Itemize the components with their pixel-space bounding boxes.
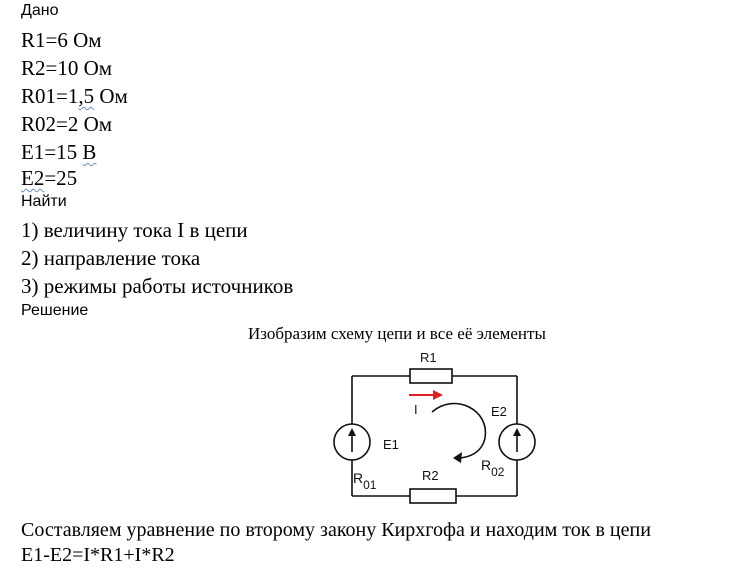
find-item-3: 3) режимы работы источников <box>21 274 294 298</box>
kirchhoff-text: Составляем уравнение по второму закону К… <box>21 519 651 541</box>
r01-label-sub: 01 <box>363 478 377 492</box>
given-e2: E2=25 <box>21 166 77 191</box>
loop-arrowhead <box>453 452 462 463</box>
given-e2-underlined: E2 <box>21 166 45 190</box>
e2-source <box>498 423 536 461</box>
r2-label: R2 <box>422 468 439 483</box>
given-r1: R1=6 Ом <box>21 28 102 53</box>
given-e2-suffix: =25 <box>44 166 78 190</box>
equation: E1-E2=I*R1+I*R2 <box>21 544 175 566</box>
given-r1-suffix: Ом <box>73 28 102 52</box>
e1-source <box>333 423 371 461</box>
r01-label: R01 <box>353 470 377 492</box>
current-label: I <box>414 402 418 417</box>
given-e1-underlined: В <box>82 140 97 164</box>
r1-label: R1 <box>420 350 437 365</box>
e2-arrowhead <box>513 428 521 436</box>
given-r02-suffix: Ом <box>83 112 113 136</box>
e1-arrowhead <box>348 428 356 436</box>
loop-arc <box>431 402 487 459</box>
find-item-1: 1) величину тока I в цепи <box>21 218 248 242</box>
given-r01-suffix: Ом <box>94 84 128 108</box>
given-r02-prefix: R02=2 <box>21 112 84 136</box>
r1-resistor <box>409 368 453 384</box>
r02-label: R02 <box>481 457 505 479</box>
given-r01-underlined: ,5 <box>78 84 95 108</box>
given-r1-prefix: R1=6 <box>21 28 74 52</box>
given-r01-prefix: R01=1 <box>21 84 79 108</box>
e1-label: E1 <box>383 437 399 452</box>
find-item-2: 2) направление тока <box>21 246 201 270</box>
circuit-diagram: R1 R2 I E1 E2 R01 R02 <box>333 350 536 504</box>
r02-label-main: R <box>481 457 491 473</box>
r2-resistor <box>409 488 457 504</box>
given-r02: R02=2 Ом <box>21 112 112 137</box>
given-e1: E1=15 В <box>21 140 96 165</box>
current-arrowhead <box>433 390 443 400</box>
e2-label: E2 <box>491 404 507 419</box>
given-r01: R01=1,5 Ом <box>21 84 128 109</box>
given-heading: Дано <box>21 2 59 19</box>
given-r2-suffix: Ом <box>83 56 113 80</box>
solution-heading: Решение <box>21 302 89 319</box>
given-e1-prefix: E1=15 <box>21 140 83 164</box>
r01-label-main: R <box>353 470 363 486</box>
find-heading: Найти <box>21 193 67 210</box>
given-r2: R2=10 Ом <box>21 56 112 81</box>
r02-label-sub: 02 <box>491 465 505 479</box>
given-r2-prefix: R2=10 <box>21 56 84 80</box>
diagram-caption: Изобразим схему цепи и все её элементы <box>248 324 546 343</box>
